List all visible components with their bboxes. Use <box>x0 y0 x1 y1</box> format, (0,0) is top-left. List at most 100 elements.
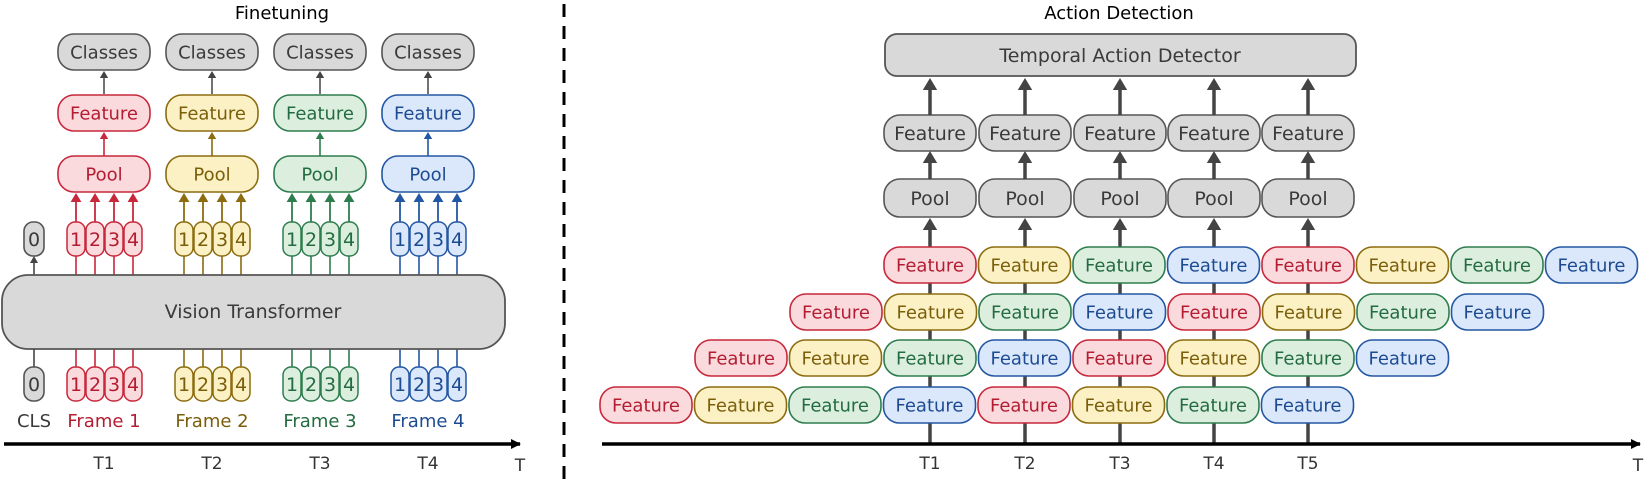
feature-node-label: Feature <box>894 123 966 145</box>
feature-chip: Feature <box>883 293 978 331</box>
vision-transformer-label: Vision Transformer <box>165 301 342 323</box>
input-patch-token-label: 1 <box>70 374 82 396</box>
connector-arrowhead <box>423 132 433 139</box>
output-patch-token: 1 <box>174 221 194 257</box>
feature-chip: Feature <box>1355 339 1450 377</box>
feature-chip: Feature <box>1166 246 1261 284</box>
connector-arrowhead <box>451 193 463 202</box>
connector-arrowhead <box>1206 218 1222 230</box>
feature-chip-label: Feature <box>991 302 1059 323</box>
action-detection-title: Action Detection <box>1044 3 1194 24</box>
feature-chip: Feature <box>977 339 1072 377</box>
pool-node-label: Pool <box>1288 188 1327 210</box>
output-patch-token: 4 <box>339 221 359 257</box>
input-patch-token-label: 2 <box>305 374 317 396</box>
feature-chip-label: Feature <box>1180 302 1248 323</box>
output-patch-token-label: 1 <box>394 229 406 251</box>
classes-node: Classes <box>165 33 259 71</box>
output-patch-token-label: 3 <box>216 229 228 251</box>
feature-node-label: Feature <box>1178 123 1250 145</box>
finetuning-axis-label: T <box>514 456 526 476</box>
feature-chip: Feature <box>1072 246 1166 284</box>
input-patch-token-label: 4 <box>343 374 355 396</box>
feature-chip-label: Feature <box>612 395 680 416</box>
feature-chip-label: Feature <box>1179 395 1247 416</box>
connector-arrowhead <box>305 193 317 202</box>
connector-arrowhead <box>197 193 209 202</box>
feature-chip-label: Feature <box>990 395 1058 416</box>
feature-chip-label: Feature <box>1085 255 1153 276</box>
output-patch-token: 3 <box>320 221 340 257</box>
feature-node: Feature <box>381 94 475 132</box>
feature-chip-label: Feature <box>1368 348 1436 369</box>
input-patch-token: 3 <box>104 366 124 402</box>
feature-chip-label: Feature <box>706 395 774 416</box>
connector-arrowhead <box>178 193 190 202</box>
output-patch-token-label: 4 <box>235 229 247 251</box>
connector-arrowhead <box>235 193 247 202</box>
input-patch-token-label: 3 <box>432 374 444 396</box>
connector-arrowhead <box>315 132 325 139</box>
output-patch-token-label: 1 <box>286 229 298 251</box>
classes-node: Classes <box>381 33 475 71</box>
output-patch-token: 3 <box>212 221 232 257</box>
pool-node-label: Pool <box>193 164 230 185</box>
feature-chip: Feature <box>978 293 1072 331</box>
pool-node-label: Pool <box>409 164 446 185</box>
feature-chip: Feature <box>1261 246 1355 284</box>
feature-chip-label: Feature <box>1179 255 1247 276</box>
feature-node-label: Feature <box>286 103 354 124</box>
output-patch-token: 2 <box>85 221 105 257</box>
pool-node-label: Pool <box>301 164 338 185</box>
finetuning-panel: Finetuning ClassesFeaturePool11223344Fra… <box>1 3 526 476</box>
feature-node: Feature <box>165 94 259 132</box>
connector-arrowhead <box>127 193 139 202</box>
pool-node-label: Pool <box>85 164 122 185</box>
frame-label: Frame 2 <box>175 411 248 432</box>
output-patch-token: 4 <box>123 221 143 257</box>
feature-chip-label: Feature <box>896 302 964 323</box>
output-patch-token-label: 2 <box>413 229 425 251</box>
connector-arrowhead <box>324 193 336 202</box>
connector-arrowhead <box>89 193 101 202</box>
feature-chip: Feature <box>883 339 977 377</box>
time-tick-label: T3 <box>1108 454 1130 474</box>
connector-arrowhead <box>1017 78 1033 90</box>
classes-node-label: Classes <box>286 42 354 63</box>
feature-chip: Feature <box>1166 339 1261 377</box>
feature-node-label: Feature <box>1272 123 1344 145</box>
input-patch-token-label: 4 <box>235 374 247 396</box>
connector-arrowhead <box>1300 78 1316 90</box>
feature-chip-label: Feature <box>896 348 964 369</box>
feature-chip-label: Feature <box>990 348 1058 369</box>
classes-node-label: Classes <box>178 42 246 63</box>
connector-arrowhead <box>432 193 444 202</box>
connector-arrowhead <box>286 193 298 202</box>
connector-arrowhead <box>394 193 406 202</box>
input-patch-token: 4 <box>123 366 143 402</box>
output-patch-token: 1 <box>390 221 410 257</box>
feature-chip: Feature <box>693 386 788 424</box>
temporal-action-detector-block: Temporal Action Detector <box>884 33 1357 77</box>
pool-node-label: Pool <box>1005 188 1044 210</box>
time-tick-label: T4 <box>1202 454 1224 474</box>
connector-arrowhead <box>343 193 355 202</box>
connector-arrowhead <box>1112 151 1128 163</box>
input-patch-token: 4 <box>339 366 359 402</box>
output-patch-token-label: 2 <box>305 229 317 251</box>
output-patch-token-label: 2 <box>197 229 209 251</box>
pool-node: Pool <box>381 155 475 193</box>
feature-node: Feature <box>883 114 977 152</box>
output-patch-token: 2 <box>301 221 321 257</box>
feature-chip: Feature <box>1544 246 1639 284</box>
connector-arrowhead <box>922 78 938 90</box>
feature-chip-label: Feature <box>1273 395 1341 416</box>
feature-chip: Feature <box>1261 339 1355 377</box>
feature-chip-label: Feature <box>1274 302 1342 323</box>
feature-node: Feature <box>1073 114 1167 152</box>
